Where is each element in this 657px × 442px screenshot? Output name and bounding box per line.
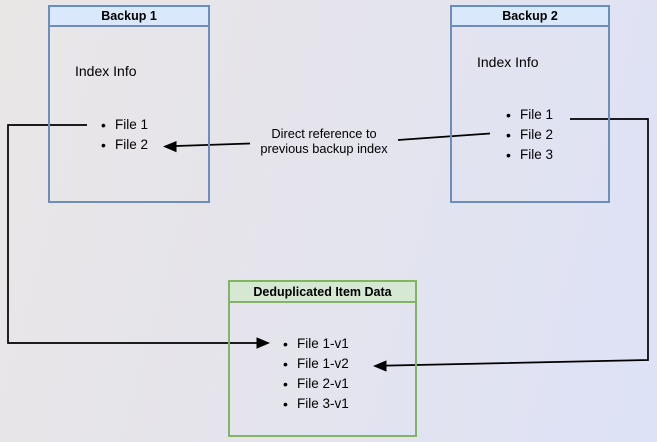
direct-reference-label-line2: previous backup index [260, 141, 388, 156]
backup2-body: Index Info File 1 File 2 File 3 [452, 27, 608, 201]
list-item-file3-v1: File 3-v1 [283, 394, 349, 414]
backup2-file-list: File 1 File 2 File 3 [506, 105, 553, 165]
list-item-file2: File 2 [101, 135, 148, 155]
direct-reference-label: Direct reference to previous backup inde… [234, 126, 414, 156]
backup2-index-info-label: Index Info [477, 54, 539, 70]
list-item-file1: File 1 [101, 115, 148, 135]
dedup-box: Deduplicated Item Data File 1-v1 File 1-… [228, 280, 417, 437]
direct-reference-label-line1: Direct reference to [271, 126, 377, 141]
backup2-box: Backup 2 Index Info File 1 File 2 File 3 [450, 5, 610, 203]
dedup-item-list: File 1-v1 File 1-v2 File 2-v1 File 3-v1 [283, 334, 349, 414]
backup1-index-info-label: Index Info [75, 63, 137, 79]
backup1-body: Index Info File 1 File 2 [50, 27, 208, 201]
backup1-title: Backup 1 [50, 7, 208, 27]
list-item-file1: File 1 [506, 105, 553, 125]
dedup-title: Deduplicated Item Data [230, 282, 415, 303]
dedup-body: File 1-v1 File 1-v2 File 2-v1 File 3-v1 [230, 303, 415, 436]
backup2-title: Backup 2 [452, 7, 608, 27]
backup1-box: Backup 1 Index Info File 1 File 2 [48, 5, 210, 203]
list-item-file1-v2: File 1-v2 [283, 354, 349, 374]
list-item-file2: File 2 [506, 125, 553, 145]
backup1-file-list: File 1 File 2 [101, 115, 148, 155]
list-item-file2-v1: File 2-v1 [283, 374, 349, 394]
list-item-file3: File 3 [506, 145, 553, 165]
list-item-file1-v1: File 1-v1 [283, 334, 349, 354]
